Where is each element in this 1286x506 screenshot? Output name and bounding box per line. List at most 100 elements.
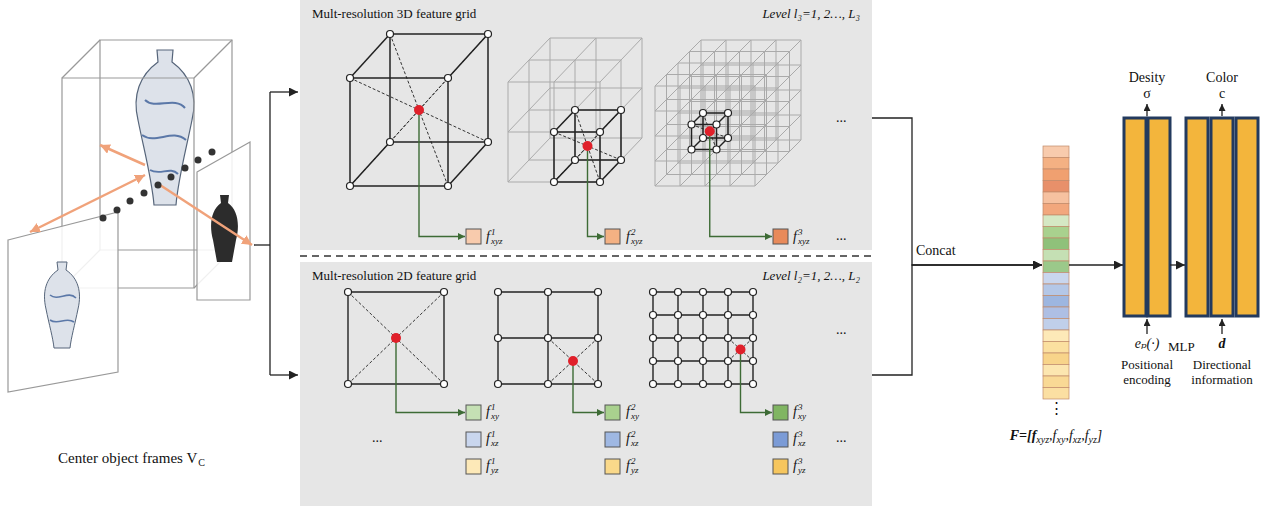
connector xyxy=(1069,264,1123,265)
grid-vertex xyxy=(750,289,757,296)
grid-line xyxy=(755,115,801,161)
cell-edge xyxy=(487,34,489,142)
cell-edge xyxy=(350,77,448,79)
sample-point xyxy=(736,345,746,355)
guide-line xyxy=(573,338,598,361)
grid-vertex xyxy=(545,335,552,342)
grid-panel: Mult-resolution 2D feature gridLevel l₂=… xyxy=(300,262,872,506)
grid-vertex xyxy=(597,179,604,186)
index-stack: 3xz xyxy=(798,430,806,448)
index-stack: 1xyz xyxy=(491,228,503,246)
guide-line xyxy=(573,361,598,384)
feature-leader xyxy=(573,361,604,413)
vector-cell xyxy=(1043,261,1069,273)
index-stack: 1xy xyxy=(491,403,499,421)
grid-vertex xyxy=(750,381,757,388)
grid-line xyxy=(690,126,790,127)
feature-cell xyxy=(605,432,620,447)
grid-vertex xyxy=(700,312,707,319)
grid-vertex xyxy=(700,358,707,365)
guide-line xyxy=(350,110,419,186)
feature-name: f xyxy=(486,458,490,474)
guide-line xyxy=(396,292,444,338)
level-index: 3 xyxy=(798,403,806,412)
mlp-layer xyxy=(1236,118,1258,316)
feature-cell xyxy=(466,229,481,244)
grid-vertex xyxy=(675,289,682,296)
concat-label: Concat xyxy=(916,243,956,259)
vector-cell xyxy=(1043,319,1069,331)
axis-subscript: xy xyxy=(491,412,499,421)
direction-symbol: d xyxy=(1219,336,1226,352)
grid-vertex xyxy=(700,135,707,142)
cell-edge xyxy=(389,34,391,142)
sample-point xyxy=(568,356,578,366)
label-group: f1xyz xyxy=(486,228,502,246)
feature-cell xyxy=(773,432,788,447)
guide-line xyxy=(396,338,444,384)
feature-name: f xyxy=(793,229,797,245)
output-label: Desity σ xyxy=(1129,70,1166,102)
grid-vertex xyxy=(347,183,354,190)
guide-line xyxy=(588,146,601,182)
grid-vertex xyxy=(675,312,682,319)
grid-vertex xyxy=(551,129,558,136)
grid-vertex xyxy=(595,335,602,342)
feature-name: f xyxy=(626,431,630,447)
input-arrows xyxy=(254,92,298,375)
grid-vertex xyxy=(595,289,602,296)
label-group: f3yz xyxy=(793,457,805,475)
label-group: ... xyxy=(836,110,847,126)
cell-edge xyxy=(599,132,601,182)
grid-line xyxy=(678,163,778,164)
grid-vertex xyxy=(700,289,707,296)
ellipsis: ... xyxy=(836,110,847,126)
guide-line xyxy=(548,361,573,384)
cell-edge xyxy=(390,33,488,35)
sample-point xyxy=(705,126,715,136)
label-group: f2xyz xyxy=(626,228,642,246)
grid-line xyxy=(755,140,801,186)
feature-cell xyxy=(466,459,481,474)
feature-name: f xyxy=(793,458,797,474)
grid-line xyxy=(348,291,444,292)
feature-leader xyxy=(741,350,773,413)
grid-vertex xyxy=(572,107,579,114)
cell-edge xyxy=(554,181,600,183)
grid-vertex xyxy=(650,358,657,365)
grid-line xyxy=(596,38,597,138)
feature-name: f xyxy=(793,404,797,420)
label-group: f3xz xyxy=(793,430,805,448)
ellipsis: ⋮ xyxy=(1049,400,1064,417)
label-group: Concat xyxy=(916,243,956,259)
guide-line xyxy=(548,338,573,361)
grid-vertex xyxy=(725,135,732,142)
cell-edge xyxy=(575,159,621,161)
vector-cell xyxy=(1043,365,1069,377)
grid-vertex xyxy=(345,381,352,388)
grid-vertex xyxy=(675,381,682,388)
grid-vertex xyxy=(750,358,757,365)
label-group: ... xyxy=(836,228,847,244)
panel-ground xyxy=(300,0,872,506)
grid-vertex xyxy=(495,289,502,296)
feature-cell xyxy=(466,405,481,420)
grid-vertex xyxy=(700,335,707,342)
feature-name: f xyxy=(626,404,630,420)
grid-vertex xyxy=(725,110,732,117)
grid-vertex xyxy=(750,312,757,319)
input-label: Positional encoding xyxy=(1121,358,1173,388)
grid-line xyxy=(655,161,755,162)
axis-subscript: xyz xyxy=(798,237,810,246)
feature-cell xyxy=(466,432,481,447)
index-stack: 3xyz xyxy=(798,228,810,246)
level-index: 3 xyxy=(798,228,810,237)
axis-subscript: xz xyxy=(631,439,639,448)
label-group: f2yz xyxy=(626,457,638,475)
grid-vertex xyxy=(675,335,682,342)
grid-vertex xyxy=(688,121,695,128)
grid-vertex xyxy=(445,183,452,190)
vector-cell xyxy=(1043,342,1069,354)
cell-edge xyxy=(554,110,575,132)
cell-edge xyxy=(574,110,576,160)
